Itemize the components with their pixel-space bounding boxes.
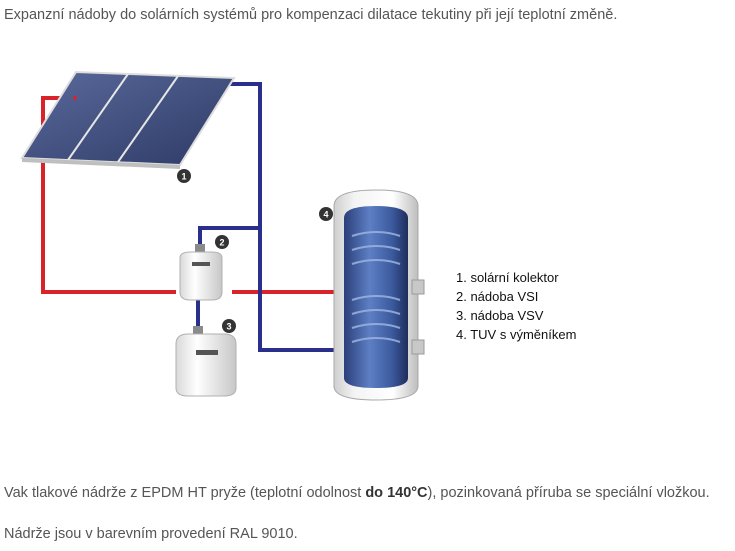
heat-exchanger-coil [351,231,401,343]
svg-text:2: 2 [219,238,224,248]
hot-water-tank [333,189,425,401]
diagram-svg: 1 2 3 4 1. solární kolektor 2. nádoba VS… [20,70,576,401]
intro-text: Expanzní nádoby do solárních systémů pro… [4,7,618,23]
expansion-vessel-vsi [179,244,223,301]
solar-system-diagram: 1 2 3 4 1. solární kolektor 2. nádoba VS… [0,40,735,460]
color-note-text: Nádrže jsou v barevním provedení RAL 901… [4,526,298,542]
expansion-vessel-vsv [175,326,237,397]
badge-4: 4 [319,207,333,221]
legend: 1. solární kolektor 2. nádoba VSI 3. nád… [456,270,576,342]
legend-item-1: 1. solární kolektor [456,270,559,285]
legend-item-2: 2. nádoba VSI [456,289,538,304]
legend-item-3: 3. nádoba VSV [456,308,544,323]
svg-text:1: 1 [181,172,186,182]
legend-item-4: 4. TUV s výměníkem [456,327,576,342]
svg-text:4: 4 [323,210,328,220]
solar-collector [20,70,236,169]
badge-3: 3 [222,319,236,333]
temperature-highlight: do 140°C [365,485,428,501]
badge-1: 1 [177,169,191,183]
material-text: Vak tlakové nádrže z EPDM HT pryže (tepl… [4,485,710,501]
svg-text:3: 3 [226,322,231,332]
badge-2: 2 [215,235,229,249]
